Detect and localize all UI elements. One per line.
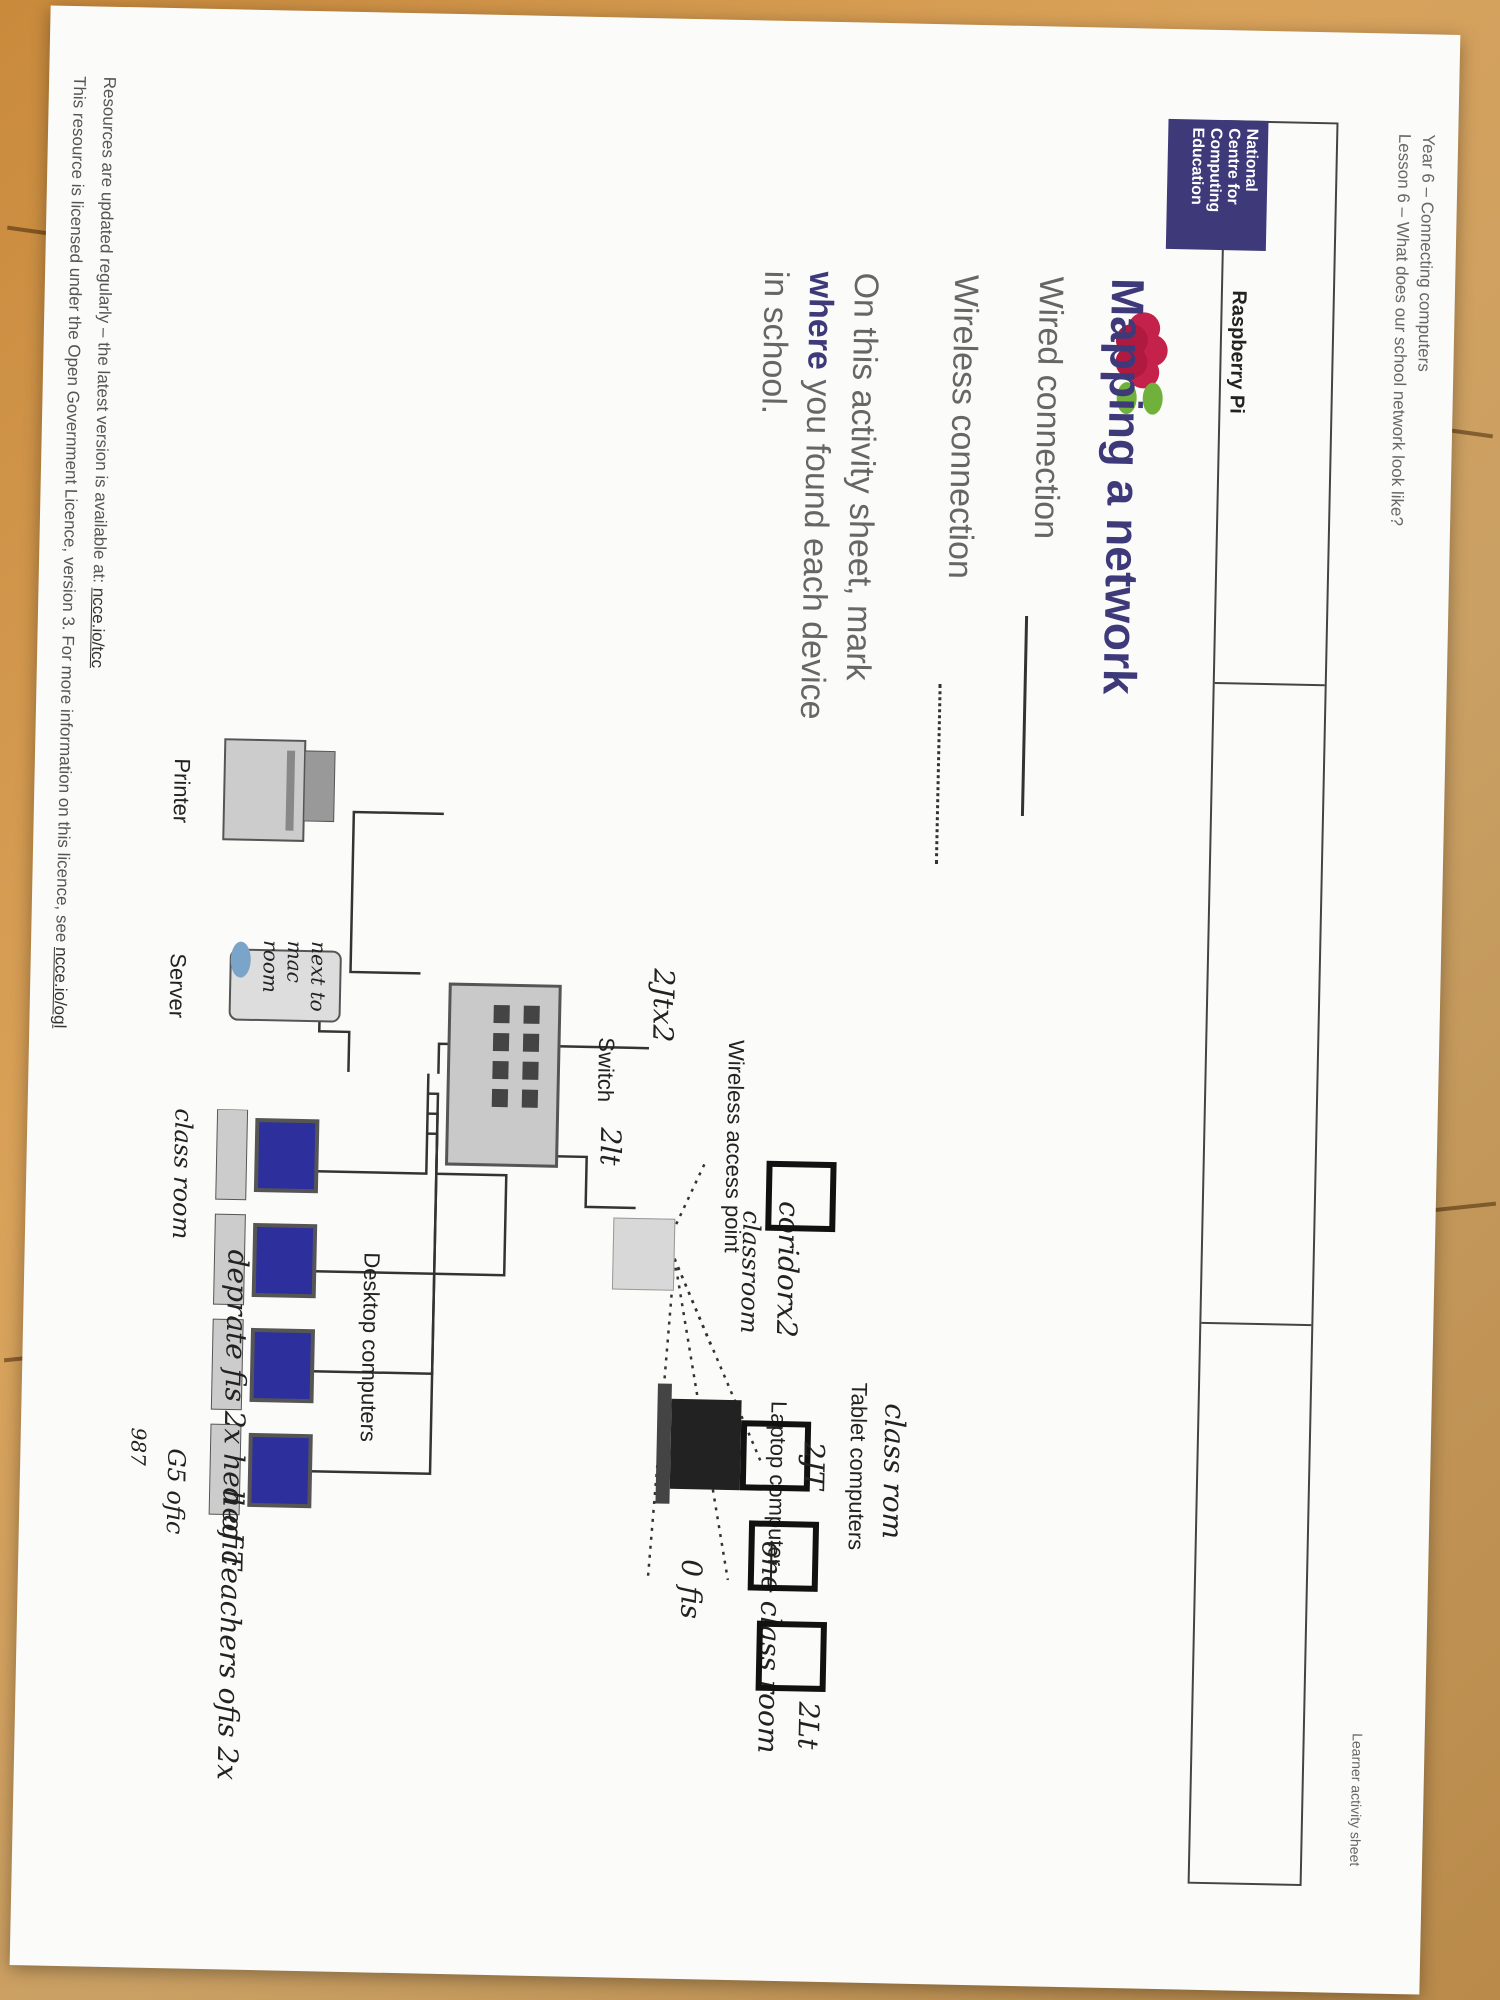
tablet-icon [755, 1620, 827, 1693]
printer-label: Printer [168, 758, 195, 824]
switch-icon [444, 982, 562, 1168]
switch-handwritten-note1: 2Jtx2 [646, 968, 681, 1043]
tablet-icon [747, 1520, 820, 1592]
printer-icon [222, 738, 336, 842]
desktop-computer-icon [213, 1213, 318, 1306]
wap-handwritten-note2: classroom [735, 1210, 766, 1334]
wireless-access-point-icon [611, 1217, 676, 1291]
server-icon [228, 941, 342, 1023]
switch-label: Switch [592, 1037, 620, 1103]
footer-link2[interactable]: ncce.io/ogl [50, 946, 71, 1029]
desktop-computer-icon [208, 1423, 313, 1516]
desktop-computer-icon [210, 1318, 316, 1411]
desktop-computers-group [208, 1108, 320, 1516]
tablet-handwritten-note2: 2JT [796, 1441, 831, 1490]
desktop-label: Desktop computers [355, 1252, 385, 1443]
tablet-icon [765, 1160, 837, 1233]
switch-handwritten-note2: 2lt [593, 1127, 628, 1166]
desktop-handwritten-note4: G5 ofic [160, 1448, 191, 1535]
tablet-label: Tablet computers [843, 1382, 873, 1551]
desktop-handwritten-note5: 987 [126, 1427, 151, 1467]
raspberry-pi-icon [1115, 312, 1168, 415]
footer-link1[interactable]: ncce.io/tcc [87, 587, 109, 669]
desktop-handwritten-note3: hed Teachers ofis 2x [210, 1489, 250, 1781]
desktop-computer-icon [215, 1108, 320, 1201]
server-label: Server [164, 953, 191, 1019]
laptop-icon [655, 1383, 742, 1504]
tablet-handwritten-note3: 2Lt [791, 1701, 826, 1750]
server-handwritten-note: next to mac room [258, 940, 332, 1012]
activity-sheet: Year 6 – Connecting computers Lesson 6 –… [9, 5, 1461, 1995]
laptop-handwritten-count: 0 fis [674, 1558, 709, 1620]
sheet-content: Year 6 – Connecting computers Lesson 6 –… [10, 5, 1461, 1994]
desktop-handwritten-note1: class room [166, 1108, 198, 1240]
tablet-handwritten-note1: class rom [875, 1403, 912, 1540]
